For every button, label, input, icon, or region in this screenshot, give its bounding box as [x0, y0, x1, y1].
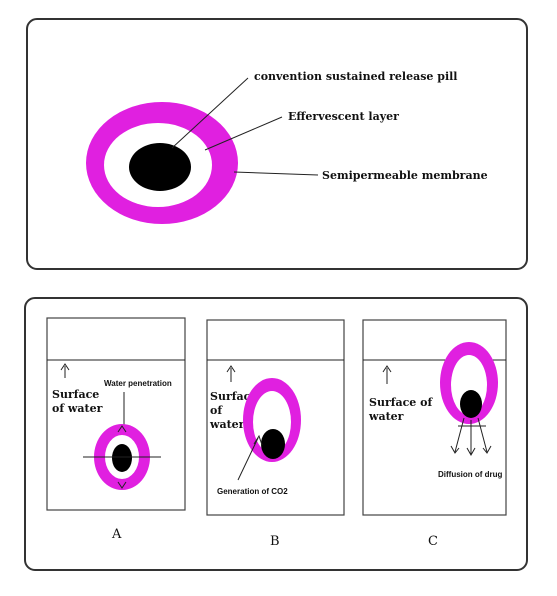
stage-b-surface-line1: Surface — [210, 390, 257, 403]
stage-b-co2-arrow — [253, 434, 263, 446]
stage-c-annotation: Diffusion of drug — [438, 470, 503, 479]
sustained-release-core — [129, 143, 191, 191]
effervescent-leader-line — [204, 116, 283, 151]
stage-a-letter: A — [111, 527, 122, 542]
stage-b-surface-line3: water — [209, 418, 245, 431]
stage-c-surface-line2: water — [368, 410, 404, 423]
membrane-leader-line — [233, 171, 319, 176]
stage-c-diffusion-head-1 — [450, 445, 460, 454]
stage-b-co2-leader — [237, 437, 259, 481]
stage-c-letter: C — [428, 534, 438, 549]
stage-b-arrow-head — [226, 365, 236, 373]
stage-b-letter: B — [270, 534, 280, 549]
pill-cross-section — [86, 102, 238, 224]
stage-a-arrow-head — [60, 363, 70, 371]
stage-a-core — [112, 444, 132, 472]
stage-a-surface-line1: Surface — [52, 388, 99, 401]
stage-a-surface-line2: of water — [52, 402, 103, 415]
stage-c-core — [460, 390, 482, 418]
stage-a-top-arrow — [117, 425, 127, 433]
stage-c: Surface of water Diffusion of drug C — [362, 319, 507, 549]
stage-c-diffusion-head-3 — [482, 445, 492, 454]
stage-a: Surface of water Water penetration A — [46, 317, 186, 542]
stage-a-bottom-arrow — [117, 481, 127, 489]
stage-b-core — [261, 429, 285, 459]
stage-c-surface-line1: Surface of — [369, 396, 433, 409]
label-pill: convention sustained release pill — [254, 70, 457, 83]
stage-a-annotation: Water penetration — [104, 379, 172, 388]
stage-b-surface-line2: of — [210, 404, 223, 417]
label-membrane: Semipermeable membrane — [322, 169, 488, 182]
pill-leader-line — [171, 77, 249, 149]
stage-c-diffusion-head-2 — [466, 447, 476, 457]
stage-c-arrow-head — [382, 365, 392, 373]
stage-b: Surface of water Generation of CO2 B — [206, 319, 345, 549]
stage-c-diffusion-arrow-3 — [477, 417, 488, 453]
label-effervescent: Effervescent layer — [288, 110, 399, 123]
stage-c-diffusion-arrow-1 — [454, 417, 465, 453]
stage-b-annotation: Generation of CO2 — [217, 487, 288, 496]
